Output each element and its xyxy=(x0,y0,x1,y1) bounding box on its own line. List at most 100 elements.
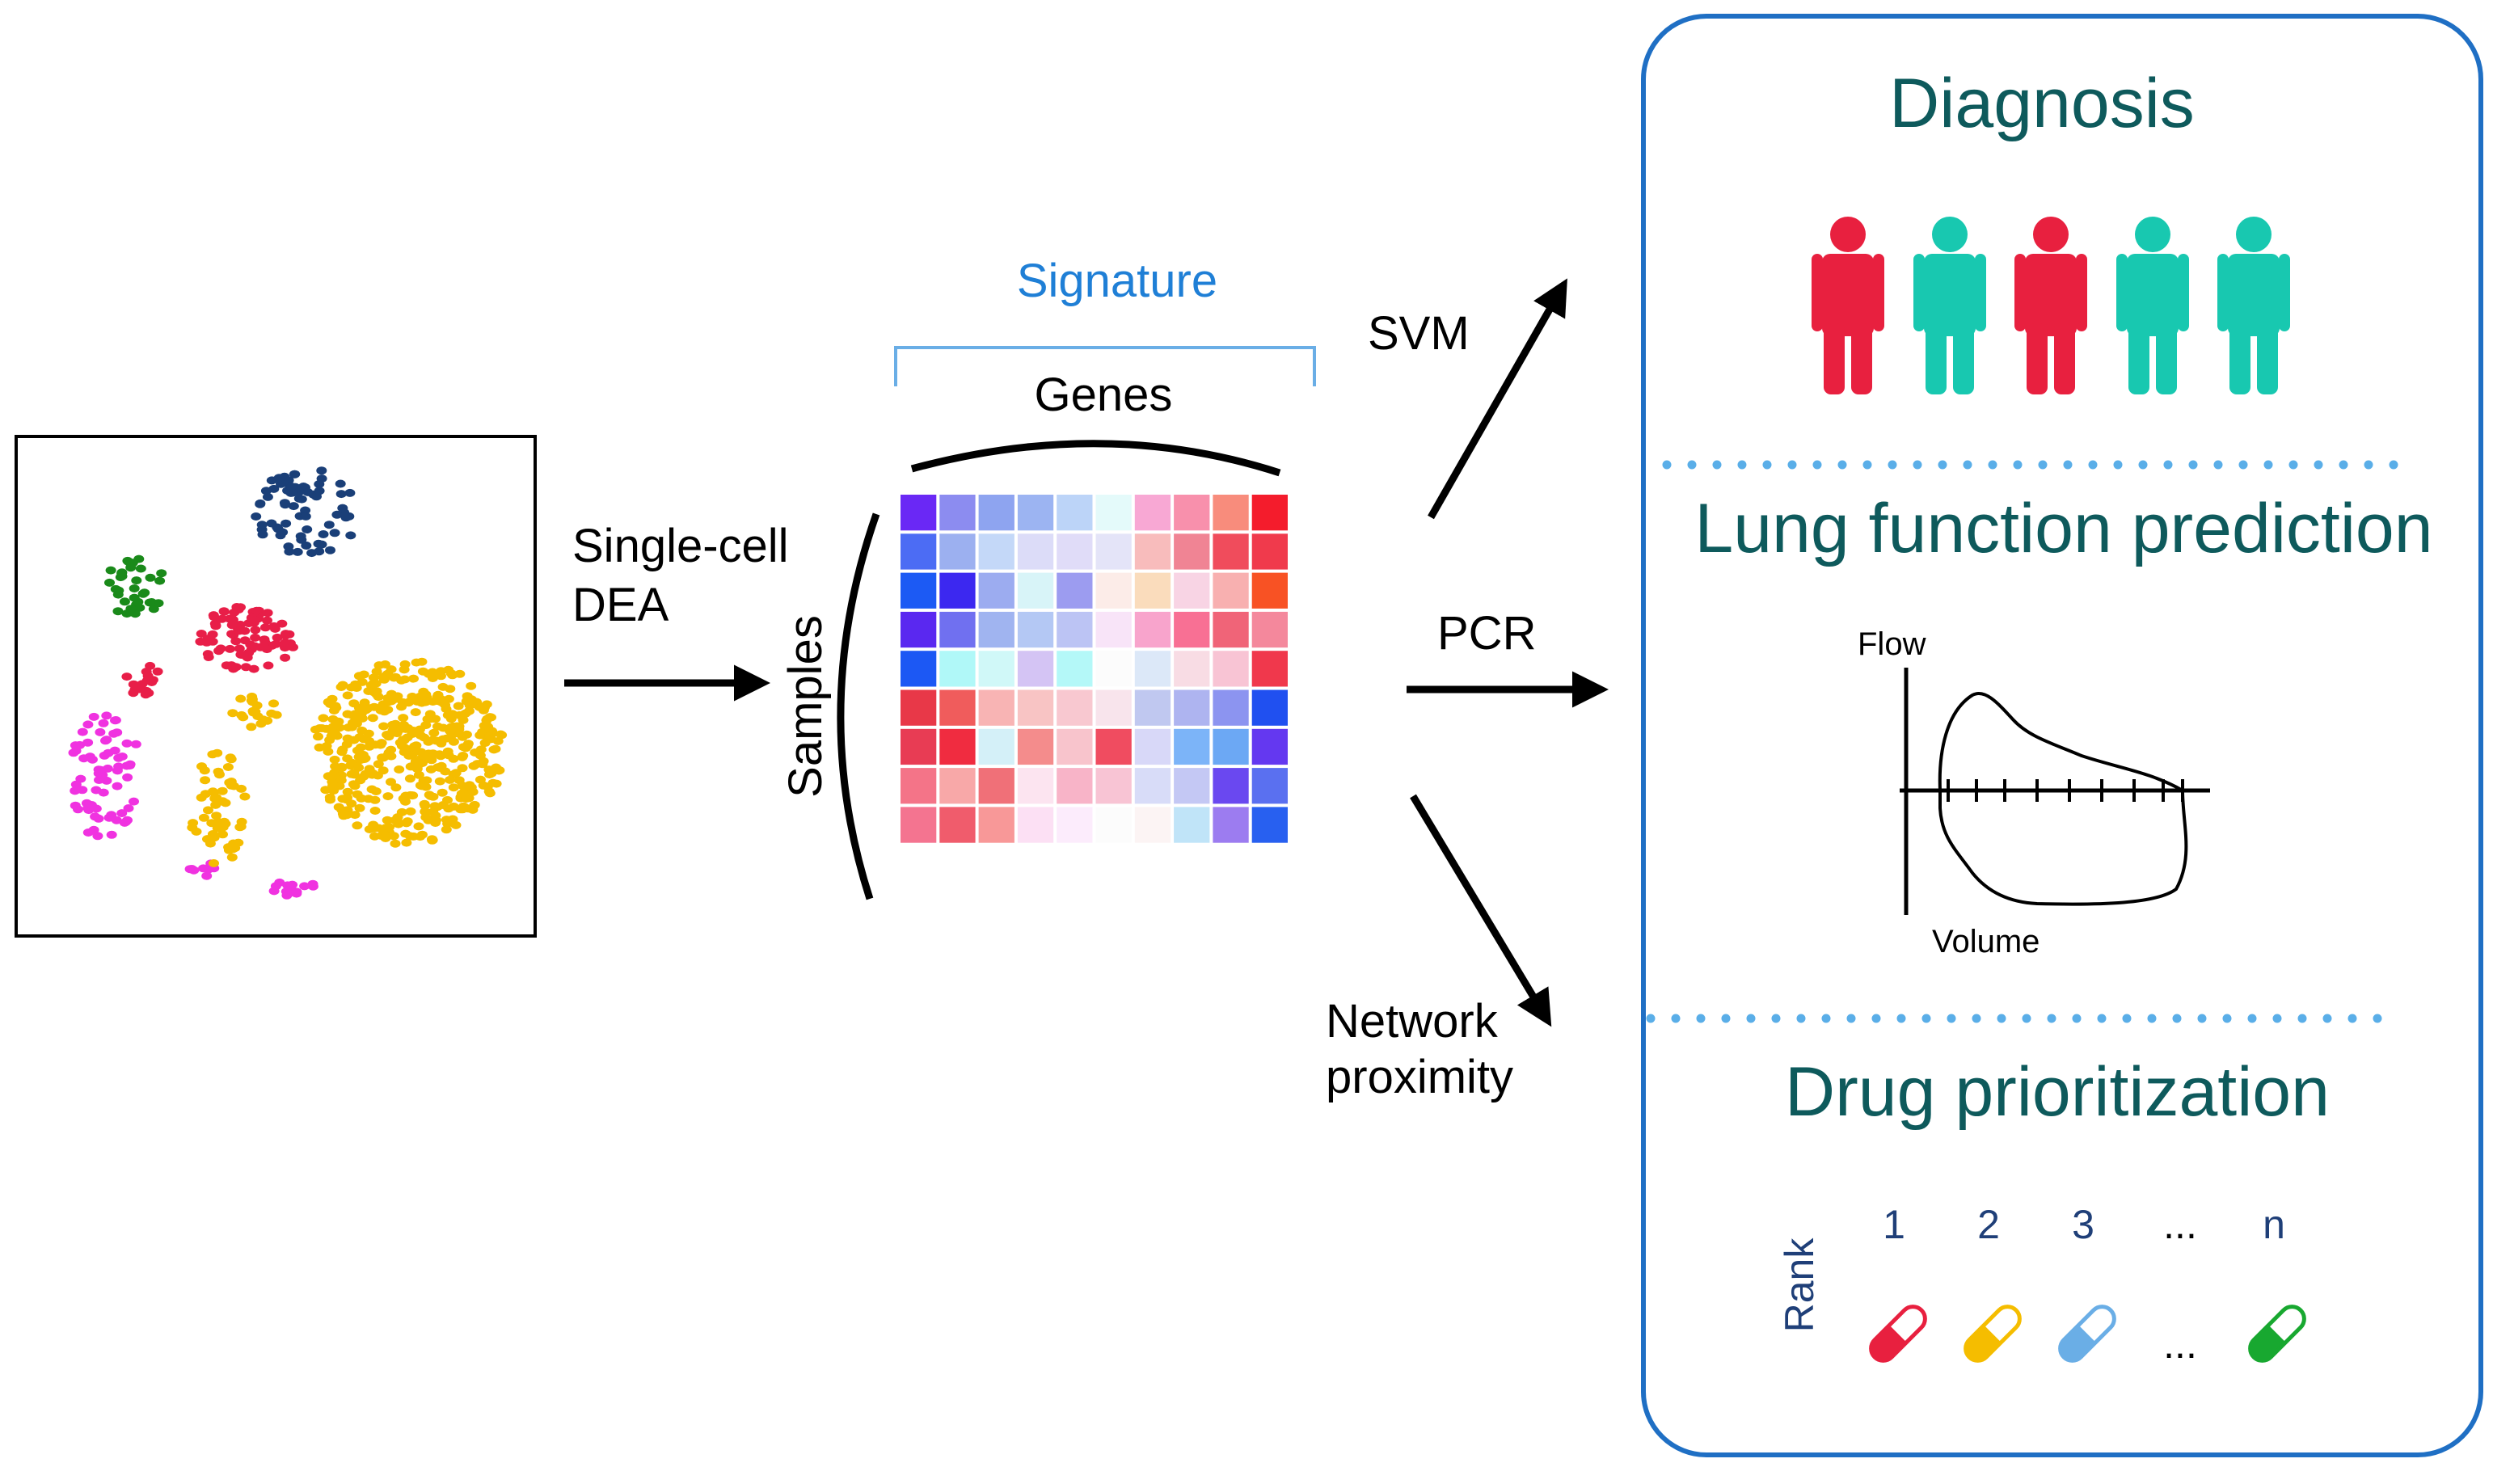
tsne-point xyxy=(407,751,418,759)
tsne-point xyxy=(405,807,416,816)
tsne-point xyxy=(237,651,248,660)
heatmap-cell xyxy=(1095,651,1132,687)
tsne-point xyxy=(250,633,261,642)
tsne-point xyxy=(124,760,136,769)
tsne-point xyxy=(230,663,242,672)
tsne-point xyxy=(235,822,247,831)
tsne-point xyxy=(323,521,335,529)
tsne-point xyxy=(82,720,94,729)
tsne-point xyxy=(434,777,445,786)
tsne-point xyxy=(348,736,360,744)
heatmap-cell xyxy=(939,768,976,804)
tsne-point xyxy=(457,753,468,761)
tsne-point xyxy=(146,678,158,686)
signature-bracket xyxy=(894,346,1316,386)
tsne-point xyxy=(70,801,81,810)
tsne-point xyxy=(212,824,223,833)
tsne-point xyxy=(224,778,235,787)
tsne-point xyxy=(140,690,151,699)
tsne-point xyxy=(347,723,357,731)
tsne-point xyxy=(101,711,112,720)
tsne-point xyxy=(70,741,81,750)
svm-step: SVM xyxy=(1368,278,1567,520)
tsne-point xyxy=(367,714,378,723)
tsne-point xyxy=(484,789,496,798)
tsne-point xyxy=(101,736,112,744)
tsne-point xyxy=(363,729,374,738)
tsne-point xyxy=(281,887,292,896)
heatmap-cell xyxy=(901,533,937,570)
heatmap-cell xyxy=(978,651,1014,687)
tsne-point xyxy=(458,731,469,740)
tsne-point xyxy=(407,692,418,701)
heatmap-cell xyxy=(1174,728,1210,765)
tsne-point xyxy=(387,720,399,729)
tsne-point xyxy=(77,727,88,736)
tsne-point xyxy=(414,725,425,734)
heatmap-cell xyxy=(1017,651,1054,687)
tsne-point xyxy=(337,745,348,754)
heatmap-cell xyxy=(1174,572,1210,609)
tsne-point xyxy=(103,748,114,757)
heatmap-cell xyxy=(1057,651,1093,687)
heatmap-cell xyxy=(1095,689,1132,726)
tsne-point xyxy=(206,819,217,828)
heatmap-cell xyxy=(1134,572,1171,609)
tsne-point xyxy=(77,786,88,795)
tsne-point xyxy=(116,568,128,577)
tsne-point xyxy=(358,772,369,781)
tsne-point xyxy=(227,845,238,854)
tsne-point xyxy=(202,650,213,659)
tsne-point xyxy=(210,621,221,630)
tsne-point xyxy=(335,776,347,785)
tsne-point xyxy=(386,778,396,786)
applications-panel: Diagnosis Lung function prediction Flow … xyxy=(1641,14,2483,1457)
tsne-point xyxy=(486,769,497,778)
tsne-point xyxy=(129,797,139,806)
tsne-point xyxy=(233,838,244,847)
tsne-point xyxy=(481,720,491,729)
tsne-frame xyxy=(15,435,537,938)
tsne-point xyxy=(112,728,123,737)
tsne-point xyxy=(447,815,458,824)
heatmap-cell xyxy=(1057,495,1093,531)
heatmap-cell xyxy=(1174,768,1210,804)
tsne-point xyxy=(226,853,238,862)
tsne-point xyxy=(437,723,449,732)
heatmap-cell xyxy=(1057,728,1093,765)
tsne-point xyxy=(356,743,366,752)
tsne-points xyxy=(68,466,508,900)
tsne-point xyxy=(390,839,401,848)
heatmap-cell xyxy=(978,768,1014,804)
tsne-point xyxy=(214,770,225,779)
heatmap-cell xyxy=(1134,651,1171,687)
tsne-point xyxy=(112,607,124,616)
tsne-point xyxy=(331,510,343,519)
tsne-point xyxy=(209,794,221,803)
tsne-point xyxy=(281,519,292,528)
heatmap-cell xyxy=(1057,807,1093,843)
tsne-point xyxy=(420,807,431,816)
tsne-point xyxy=(318,530,329,538)
tsne-point xyxy=(399,665,410,674)
tsne-point xyxy=(471,698,482,706)
tsne-point xyxy=(401,838,412,847)
heatmap-cell xyxy=(901,611,937,648)
tsne-point xyxy=(217,614,228,623)
tsne-point xyxy=(456,789,467,798)
heatmap-cell xyxy=(1095,495,1132,531)
tsne-point xyxy=(110,716,121,724)
heatmap-cell xyxy=(978,689,1014,726)
heatmap-cell xyxy=(1095,728,1132,765)
tsne-point xyxy=(331,703,342,712)
dea-step: Single-cell DEA xyxy=(564,520,789,702)
tsne-point xyxy=(282,881,293,890)
tsne-point xyxy=(156,569,167,578)
tsne-point xyxy=(227,615,238,624)
heatmap-cell xyxy=(1057,572,1093,609)
tsne-point xyxy=(230,637,242,646)
heatmap-cell xyxy=(1213,611,1249,648)
tsne-point xyxy=(378,753,389,762)
tsne-point xyxy=(137,589,149,598)
tsne-point xyxy=(222,763,234,771)
